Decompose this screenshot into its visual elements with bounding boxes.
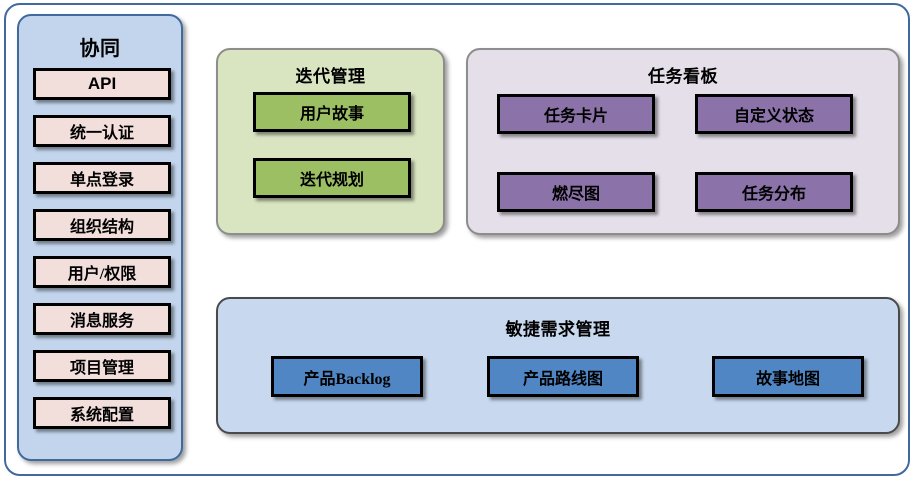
sidebar-item-api[interactable]: API	[33, 68, 171, 100]
panel-task-board[interactable]: 任务看板 任务卡片 自定义状态 燃尽图 任务分布	[466, 48, 900, 235]
sidebar-item-project-management[interactable]: 项目管理	[33, 350, 171, 382]
sidebar-item-org-structure[interactable]: 组织结构	[33, 209, 171, 241]
board-item-label: 燃尽图	[551, 186, 600, 203]
sidebar-item-label: 用户/权限	[67, 266, 137, 283]
agile-item-label: 故事地图	[755, 370, 820, 388]
agile-item-label: 产品Backlog	[303, 370, 391, 388]
agile-item-label: 产品路线图	[522, 370, 603, 388]
panel-agile-requirements-title: 敏捷需求管理	[505, 320, 611, 339]
panel-collaboration-title: 协同	[79, 38, 121, 60]
sidebar-item-unified-auth[interactable]: 统一认证	[33, 115, 171, 147]
board-item-label: 任务分布	[741, 186, 806, 203]
sidebar-item-label: 组织结构	[69, 219, 134, 236]
board-item-label: 任务卡片	[543, 108, 608, 125]
agile-item-product-roadmap[interactable]: 产品路线图	[487, 356, 639, 397]
sidebar-item-sso[interactable]: 单点登录	[33, 162, 171, 194]
sidebar-item-label: API	[87, 74, 117, 93]
sidebar-item-label: 单点登录	[69, 172, 134, 189]
board-item-label: 自定义状态	[733, 108, 814, 125]
iteration-item-user-story[interactable]: 用户故事	[253, 92, 411, 132]
panel-task-board-title: 任务看板	[648, 67, 718, 86]
sidebar-item-label: 系统配置	[69, 407, 134, 424]
board-item-custom-status[interactable]: 自定义状态	[695, 94, 853, 134]
panel-collaboration[interactable]: 协同 API 统一认证 单点登录 组织结构 用户/权限 消息服务 项目管理 系统…	[17, 14, 183, 461]
panel-iteration-management[interactable]: 迭代管理 用户故事 迭代规划	[216, 48, 445, 235]
board-item-burndown-chart[interactable]: 燃尽图	[497, 172, 655, 212]
sidebar-item-user-permission[interactable]: 用户/权限	[33, 256, 171, 288]
iteration-item-label: 用户故事	[299, 106, 364, 123]
agile-item-product-backlog[interactable]: 产品Backlog	[271, 356, 423, 397]
panel-iteration-title: 迭代管理	[295, 67, 366, 86]
sidebar-item-label: 消息服务	[69, 313, 134, 330]
agile-item-story-map[interactable]: 故事地图	[712, 356, 864, 397]
sidebar-item-system-config[interactable]: 系统配置	[33, 397, 171, 429]
iteration-item-label: 迭代规划	[299, 172, 364, 189]
panel-agile-requirements[interactable]: 敏捷需求管理 产品Backlog 产品路线图 故事地图	[216, 297, 900, 434]
sidebar-item-message-service[interactable]: 消息服务	[33, 303, 171, 335]
board-item-task-distribution[interactable]: 任务分布	[695, 172, 853, 212]
iteration-item-iteration-planning[interactable]: 迭代规划	[253, 158, 411, 198]
sidebar-item-label: 统一认证	[69, 125, 134, 142]
sidebar-item-label: 项目管理	[69, 360, 134, 377]
board-item-task-card[interactable]: 任务卡片	[497, 94, 655, 134]
